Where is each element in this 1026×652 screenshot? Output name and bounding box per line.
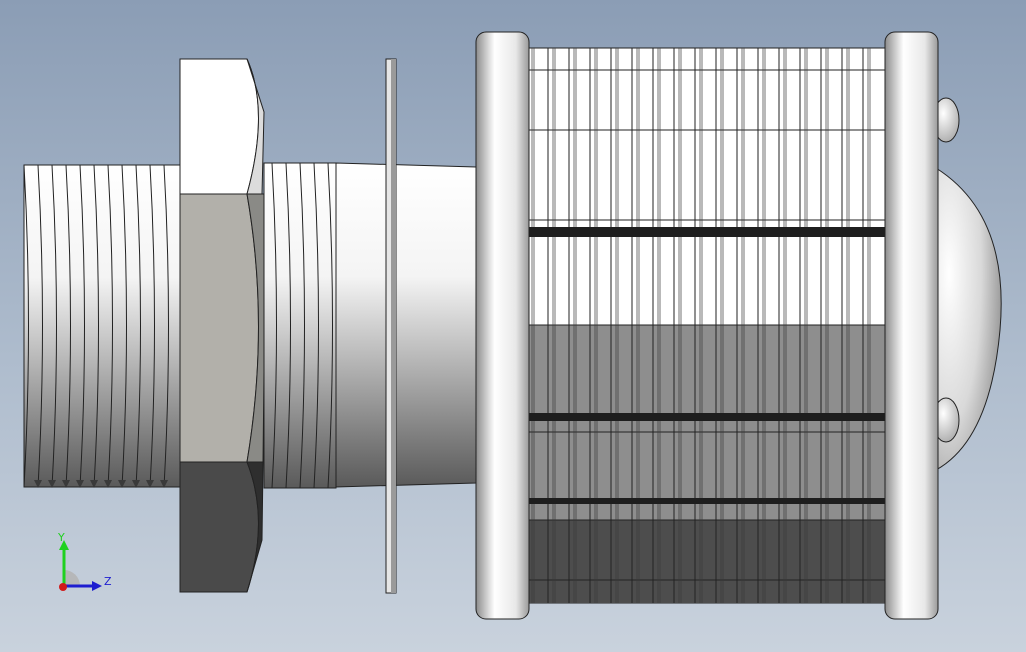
triad-y-label: Y: [58, 531, 65, 544]
domed-end-cap: [932, 97, 1002, 471]
threaded-pipe-mid: [263, 162, 337, 489]
triad-z-label: Z: [104, 575, 112, 588]
view-orientation-triad: Y Z: [50, 528, 120, 598]
triad-axes: [59, 540, 102, 591]
strainer-flange-left: [475, 31, 530, 620]
hex-nut: [179, 58, 267, 593]
pipe-body: [335, 162, 477, 488]
wedge-wire-screen: [527, 47, 889, 604]
strainer-flange-right: [884, 31, 939, 620]
threaded-pipe: [23, 164, 185, 488]
